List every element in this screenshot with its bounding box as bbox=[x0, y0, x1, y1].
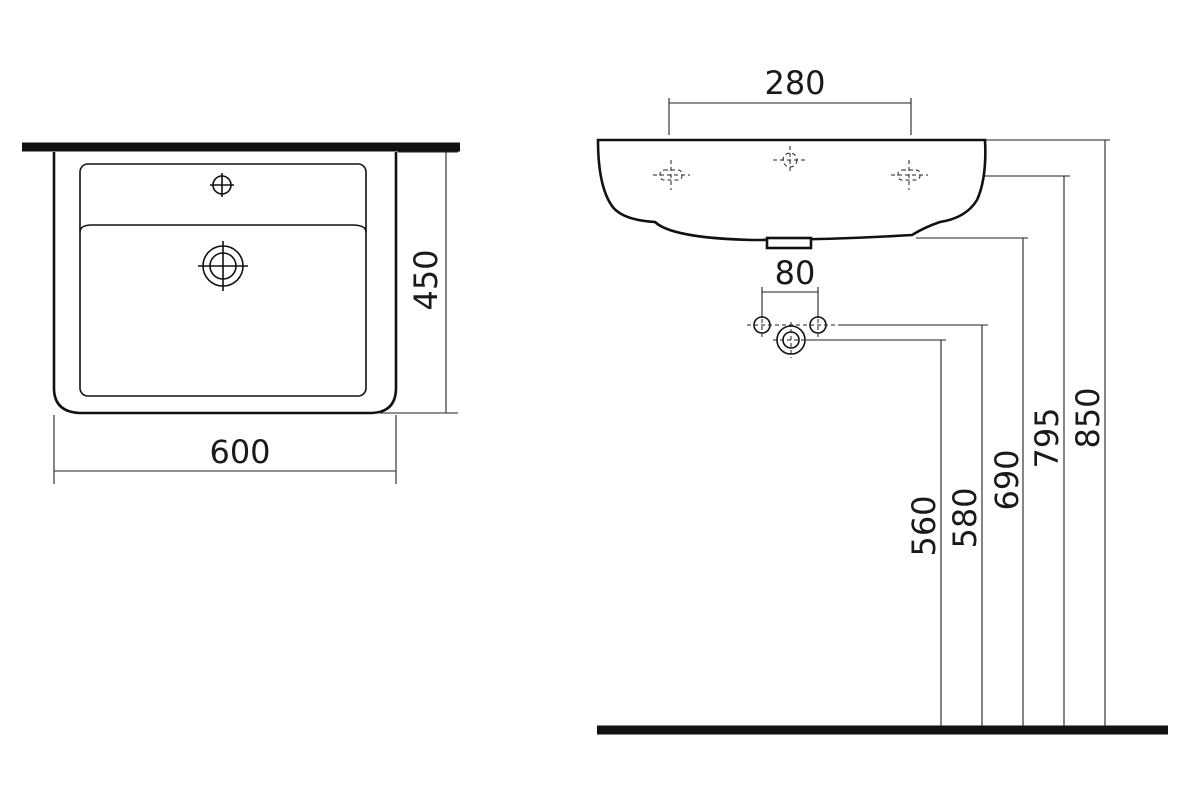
height-label-560: 560 bbox=[905, 495, 943, 556]
height-label-850: 850 bbox=[1069, 387, 1107, 448]
tap-hole-right-icon bbox=[891, 160, 928, 190]
basin-bowl bbox=[79, 224, 367, 233]
height-label-795: 795 bbox=[1028, 407, 1066, 468]
front-view: 280 80 bbox=[596, 64, 1168, 735]
drain-outlet bbox=[765, 236, 813, 250]
height-label-690: 690 bbox=[988, 449, 1026, 510]
basin-rim-inner bbox=[79, 163, 367, 397]
basin-outline-front bbox=[596, 138, 987, 242]
top-view: 600 450 bbox=[22, 142, 460, 484]
tap-hole-icon bbox=[210, 173, 234, 197]
tap-spacing-dimension bbox=[668, 98, 912, 135]
depth-label: 450 bbox=[407, 249, 445, 310]
height-label-580: 580 bbox=[946, 487, 984, 548]
tap-hole-center-icon bbox=[773, 146, 807, 174]
height-dimension-lines bbox=[806, 139, 1110, 726]
width-label: 600 bbox=[209, 433, 270, 471]
tap-hole-left-icon bbox=[653, 160, 690, 190]
tap-spacing-label: 280 bbox=[764, 64, 825, 102]
drain-hole-icon bbox=[198, 241, 248, 291]
basin-outline-top bbox=[52, 152, 398, 415]
depth-dimension bbox=[380, 151, 458, 414]
supply-pipes bbox=[747, 312, 840, 358]
supply-spacing-dimension bbox=[761, 287, 819, 318]
supply-spacing-label: 80 bbox=[775, 254, 816, 292]
width-dimension bbox=[53, 415, 397, 484]
